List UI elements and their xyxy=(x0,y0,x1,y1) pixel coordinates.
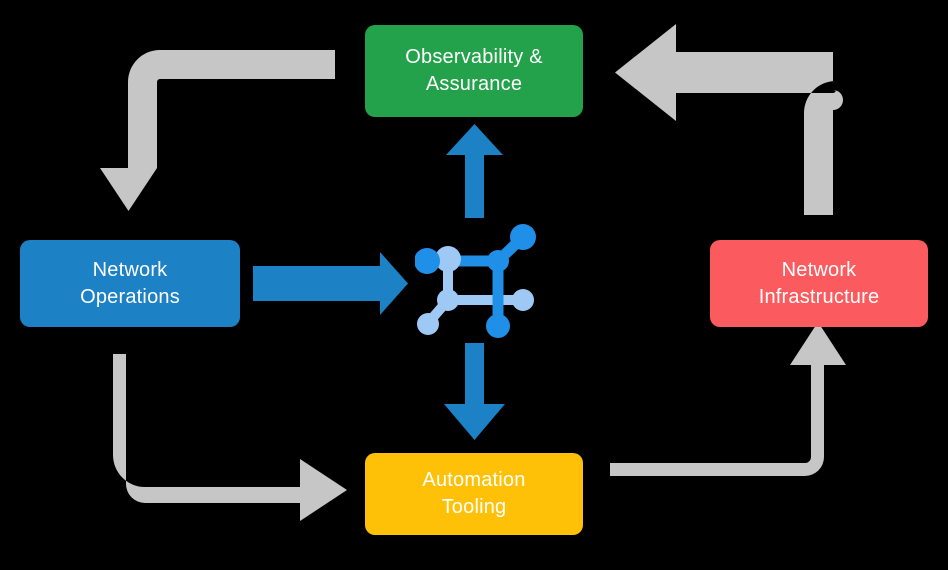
blue-arrow-operations-to-center xyxy=(253,252,408,315)
node-observability-label: Observability & Assurance xyxy=(405,46,543,95)
gray-arrow-infrastructure-to-observability xyxy=(615,24,843,215)
node-observability-assurance[interactable]: Observability & Assurance xyxy=(365,25,583,117)
node-automation-tooling-label: Automation Tooling xyxy=(422,469,526,518)
node-network-operations[interactable]: Network Operations xyxy=(20,240,240,327)
gray-arrow-operations-to-automation xyxy=(113,354,347,521)
gray-arrow-automation-to-infrastructure xyxy=(610,322,846,476)
node-network-infrastructure-label: Network Infrastructure xyxy=(758,258,880,308)
network-topology-nodes xyxy=(415,224,536,338)
gray-arrow-observability-to-operations xyxy=(100,50,335,211)
network-topology-icon xyxy=(415,224,536,338)
blue-arrow-center-to-automation xyxy=(444,343,505,440)
blue-arrow-center-to-observability xyxy=(446,124,503,218)
node-network-infrastructure[interactable]: Network Infrastructure xyxy=(710,240,928,327)
node-network-operations-label: Network Operations xyxy=(80,258,180,308)
node-automation-tooling[interactable]: Automation Tooling xyxy=(365,453,583,535)
